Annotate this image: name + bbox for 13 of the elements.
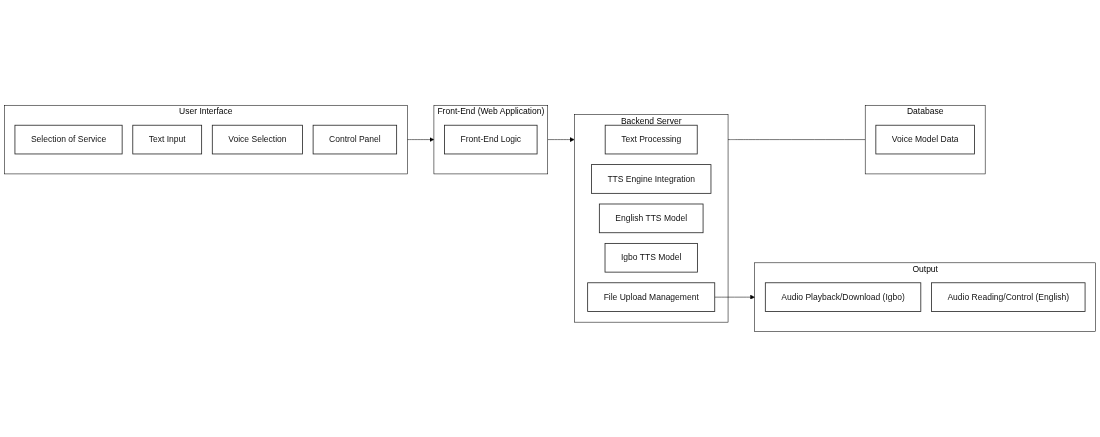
node-box: Voice Model Data [875, 124, 975, 155]
node-box: Audio Reading/Control (English) [931, 282, 1086, 313]
node-box: Voice Selection [211, 124, 303, 155]
node-box: Audio Playback/Download (Igbo) [764, 282, 922, 313]
node-box: Text Processing [604, 124, 698, 155]
node-box: Igbo TTS Model [604, 243, 698, 273]
node-box: TTS Engine Integration [591, 164, 712, 194]
node-box: File Upload Management [587, 282, 716, 313]
node-box: Selection of Service [14, 124, 123, 155]
node-box: Control Panel [312, 124, 398, 155]
node-box: Front-End Logic [444, 124, 538, 155]
node-box: English TTS Model [598, 203, 704, 234]
node-box: Text Input [132, 124, 203, 155]
